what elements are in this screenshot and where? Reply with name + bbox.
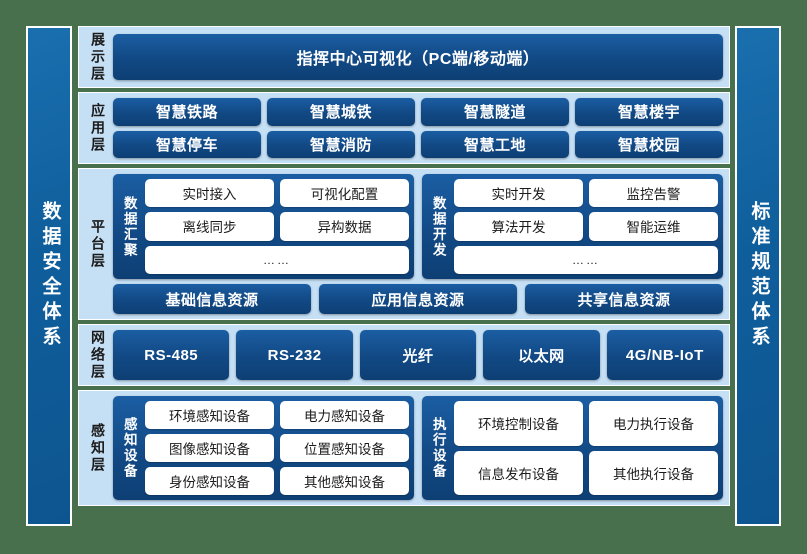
resource-shared-info[interactable]: 共享信息资源 bbox=[525, 284, 723, 314]
perception-group-1-row-3: 身份感知设备 其他感知设备 bbox=[145, 467, 409, 495]
layer-application: 应用层 智慧铁路 智慧城铁 智慧隧道 智慧楼宇 智慧停车 智慧消防 智慧工地 智… bbox=[78, 92, 730, 164]
layer-perception-label: 感知层 bbox=[90, 422, 106, 474]
platform-group-1-row-2: 离线同步 异构数据 bbox=[145, 212, 409, 241]
exec-chip-power[interactable]: 电力执行设备 bbox=[589, 401, 718, 446]
network-items: RS-485 RS-232 光纤 以太网 4G/NB-IoT bbox=[113, 330, 724, 380]
layer-network-label-wrap: 网络层 bbox=[83, 329, 113, 381]
layer-display: 展示层 指挥中心可视化（PC端/移动端） bbox=[78, 26, 730, 88]
layer-application-body: 智慧铁路 智慧城铁 智慧隧道 智慧楼宇 智慧停车 智慧消防 智慧工地 智慧校园 bbox=[113, 98, 723, 158]
plat-chip-offline-sync[interactable]: 离线同步 bbox=[145, 212, 274, 241]
layer-application-label-wrap: 应用层 bbox=[83, 98, 113, 158]
platform-group-2-row-3: …… bbox=[454, 245, 718, 274]
platform-group-2-grid: 实时开发 监控告警 算法开发 智能运维 …… bbox=[454, 179, 718, 274]
platform-group-1-label: 数据汇聚 bbox=[121, 195, 137, 258]
layer-display-body: 指挥中心可视化（PC端/移动端） bbox=[113, 32, 723, 82]
exec-chip-info-release[interactable]: 信息发布设备 bbox=[454, 450, 583, 495]
plat-chip-ellipsis-development[interactable]: …… bbox=[454, 245, 718, 274]
platform-groups: 数据汇聚 实时接入 可视化配置 离线同步 异构数据 bbox=[113, 174, 723, 279]
layer-display-label: 展示层 bbox=[90, 31, 106, 83]
plat-chip-heterogeneous-data[interactable]: 异构数据 bbox=[280, 212, 409, 241]
platform-group-2-label-wrap: 数据开发 bbox=[427, 179, 449, 274]
perception-group-1-label-wrap: 感知设备 bbox=[118, 401, 140, 495]
platform-group-2-label: 数据开发 bbox=[430, 195, 446, 258]
layer-application-label: 应用层 bbox=[90, 102, 106, 154]
pillar-standards: 标准规范体系 bbox=[735, 26, 781, 526]
layer-stack: 展示层 指挥中心可视化（PC端/移动端） 应用层 智慧铁路 智慧城铁 智慧隧道 … bbox=[78, 26, 730, 531]
platform-group-2-row-1: 实时开发 监控告警 bbox=[454, 179, 718, 208]
sense-chip-power[interactable]: 电力感知设备 bbox=[280, 401, 409, 429]
sense-chip-other[interactable]: 其他感知设备 bbox=[280, 467, 409, 495]
perception-group-1-label: 感知设备 bbox=[121, 417, 137, 479]
pillar-data-security: 数据安全体系 bbox=[26, 26, 72, 526]
pillar-left-label: 数据安全体系 bbox=[39, 201, 61, 351]
sense-chip-identity[interactable]: 身份感知设备 bbox=[145, 467, 274, 495]
app-item-smart-site[interactable]: 智慧工地 bbox=[421, 130, 569, 158]
plat-chip-smart-ops[interactable]: 智能运维 bbox=[589, 212, 718, 241]
plat-chip-realtime-dev[interactable]: 实时开发 bbox=[454, 179, 583, 208]
application-row-2: 智慧停车 智慧消防 智慧工地 智慧校园 bbox=[113, 130, 723, 158]
layer-perception: 感知层 感知设备 环境感知设备 电力感知设备 bbox=[78, 390, 730, 506]
layer-platform-label-wrap: 平台层 bbox=[83, 174, 113, 314]
app-item-smart-campus[interactable]: 智慧校园 bbox=[575, 130, 723, 158]
platform-group-2-row-2: 算法开发 智能运维 bbox=[454, 212, 718, 241]
app-item-smart-fire[interactable]: 智慧消防 bbox=[267, 130, 415, 158]
network-item-rs232[interactable]: RS-232 bbox=[236, 330, 353, 380]
resource-basic-info[interactable]: 基础信息资源 bbox=[113, 284, 311, 314]
sense-chip-image[interactable]: 图像感知设备 bbox=[145, 434, 274, 462]
resource-app-info[interactable]: 应用信息资源 bbox=[319, 284, 517, 314]
network-item-ethernet[interactable]: 以太网 bbox=[483, 330, 600, 380]
perception-group-1-grid: 环境感知设备 电力感知设备 图像感知设备 位置感知设备 身份感知设备 其他感知设… bbox=[145, 401, 409, 495]
layer-platform: 平台层 数据汇聚 实时接入 可视化配置 bbox=[78, 168, 730, 320]
layer-platform-body: 数据汇聚 实时接入 可视化配置 离线同步 异构数据 bbox=[113, 174, 723, 314]
perception-groups: 感知设备 环境感知设备 电力感知设备 图像感知设备 位置感知设备 bbox=[113, 396, 723, 500]
app-item-smart-parking[interactable]: 智慧停车 bbox=[113, 130, 261, 158]
layer-network: 网络层 RS-485 RS-232 光纤 以太网 4G/NB-IoT bbox=[78, 324, 730, 386]
application-row-1: 智慧铁路 智慧城铁 智慧隧道 智慧楼宇 bbox=[113, 98, 723, 126]
perception-group-sensing-devices: 感知设备 环境感知设备 电力感知设备 图像感知设备 位置感知设备 bbox=[113, 396, 414, 500]
platform-group-data-development: 数据开发 实时开发 监控告警 算法开发 智能运维 bbox=[422, 174, 723, 279]
platform-group-1-row-3: …… bbox=[145, 245, 409, 274]
network-item-4g-nbiot[interactable]: 4G/NB-IoT bbox=[606, 330, 724, 380]
perception-group-execution-devices: 执行设备 环境控制设备 电力执行设备 信息发布设备 其他执行设备 bbox=[422, 396, 723, 500]
sense-chip-position[interactable]: 位置感知设备 bbox=[280, 434, 409, 462]
plat-chip-algorithm-dev[interactable]: 算法开发 bbox=[454, 212, 583, 241]
plat-chip-realtime-ingest[interactable]: 实时接入 bbox=[145, 179, 274, 208]
pillar-right-label: 标准规范体系 bbox=[748, 201, 770, 351]
perception-group-2-row-1: 环境控制设备 电力执行设备 bbox=[454, 401, 718, 446]
layer-perception-body: 感知设备 环境感知设备 电力感知设备 图像感知设备 位置感知设备 bbox=[113, 396, 723, 500]
app-item-smart-railway[interactable]: 智慧铁路 bbox=[113, 98, 261, 126]
platform-group-data-aggregation: 数据汇聚 实时接入 可视化配置 离线同步 异构数据 bbox=[113, 174, 414, 279]
platform-group-1-label-wrap: 数据汇聚 bbox=[118, 179, 140, 274]
app-item-smart-metro[interactable]: 智慧城铁 bbox=[267, 98, 415, 126]
platform-group-1-row-1: 实时接入 可视化配置 bbox=[145, 179, 409, 208]
layer-network-body: RS-485 RS-232 光纤 以太网 4G/NB-IoT bbox=[113, 330, 724, 380]
layer-display-label-wrap: 展示层 bbox=[83, 31, 113, 83]
perception-group-2-grid: 环境控制设备 电力执行设备 信息发布设备 其他执行设备 bbox=[454, 401, 718, 495]
perception-group-1-row-2: 图像感知设备 位置感知设备 bbox=[145, 434, 409, 462]
layer-platform-label: 平台层 bbox=[90, 218, 106, 270]
display-command-center-box[interactable]: 指挥中心可视化（PC端/移动端） bbox=[113, 34, 723, 80]
layer-perception-label-wrap: 感知层 bbox=[83, 396, 113, 500]
plat-chip-ellipsis-aggregation[interactable]: …… bbox=[145, 245, 409, 274]
platform-group-1-grid: 实时接入 可视化配置 离线同步 异构数据 …… bbox=[145, 179, 409, 274]
plat-chip-monitor-alarm[interactable]: 监控告警 bbox=[589, 179, 718, 208]
perception-group-2-row-2: 信息发布设备 其他执行设备 bbox=[454, 450, 718, 495]
layer-network-label: 网络层 bbox=[90, 329, 106, 381]
network-item-rs485[interactable]: RS-485 bbox=[113, 330, 230, 380]
perception-group-2-label: 执行设备 bbox=[430, 417, 446, 479]
exec-chip-environment-control[interactable]: 环境控制设备 bbox=[454, 401, 583, 446]
plat-chip-visual-config[interactable]: 可视化配置 bbox=[280, 179, 409, 208]
app-item-smart-tunnel[interactable]: 智慧隧道 bbox=[421, 98, 569, 126]
platform-resource-row: 基础信息资源 应用信息资源 共享信息资源 bbox=[113, 284, 723, 314]
perception-group-1-row-1: 环境感知设备 电力感知设备 bbox=[145, 401, 409, 429]
app-item-smart-building[interactable]: 智慧楼宇 bbox=[575, 98, 723, 126]
sense-chip-environment[interactable]: 环境感知设备 bbox=[145, 401, 274, 429]
perception-group-2-label-wrap: 执行设备 bbox=[427, 401, 449, 495]
exec-chip-other[interactable]: 其他执行设备 bbox=[589, 450, 718, 495]
network-item-fiber[interactable]: 光纤 bbox=[359, 330, 477, 380]
